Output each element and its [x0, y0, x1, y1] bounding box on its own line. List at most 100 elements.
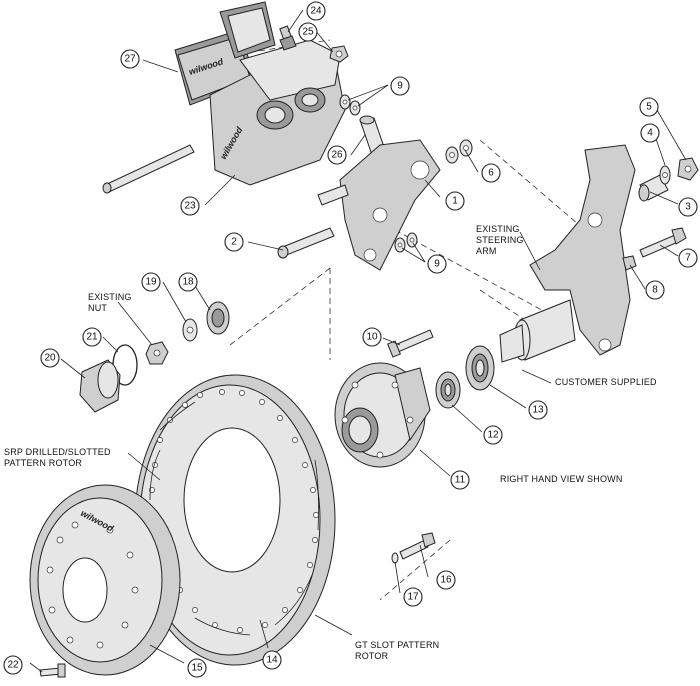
callout-11: 11 — [450, 470, 470, 490]
svg-text:ROTOR: ROTOR — [355, 651, 389, 661]
callout-8: 8 — [645, 280, 665, 300]
callout-6: 6 — [481, 163, 501, 183]
callout-9-upper: 9 — [390, 76, 410, 96]
svg-text:22: 22 — [7, 660, 19, 671]
brake-rotor — [134, 374, 336, 666]
callout-12: 12 — [483, 425, 503, 445]
callout-27: 27 — [120, 49, 140, 69]
svg-text:13: 13 — [532, 405, 544, 416]
nut-5 — [677, 157, 699, 181]
washer-17 — [391, 552, 399, 564]
bleeder-screw — [279, 25, 297, 51]
svg-text:SRP DRILLED/SLOTTED: SRP DRILLED/SLOTTED — [4, 447, 111, 457]
callout-17: 17 — [403, 587, 423, 607]
svg-text:10: 10 — [366, 332, 378, 343]
svg-text:STEERING: STEERING — [476, 235, 524, 245]
callout-24: 24 — [306, 1, 326, 21]
shims-upper — [339, 94, 361, 116]
svg-text:16: 16 — [440, 575, 452, 586]
caliper: wilwood — [209, 39, 346, 186]
callout-4: 4 — [640, 123, 660, 143]
callout-14: 14 — [262, 650, 282, 670]
caliper-pin-bolt — [102, 144, 195, 194]
callout-7: 7 — [678, 248, 698, 268]
svg-text:GT SLOT PATTERN: GT SLOT PATTERN — [355, 640, 439, 650]
washers-6 — [445, 139, 473, 164]
callout-2: 2 — [224, 232, 244, 252]
callout-15: 15 — [187, 658, 207, 678]
label-gt-slot-rotor: GT SLOT PATTERN ROTOR — [355, 640, 439, 661]
washer-19 — [182, 318, 198, 342]
svg-text:14: 14 — [266, 655, 278, 666]
brake-pads: wilwood — [174, 1, 276, 106]
svg-text:PATTERN ROTOR: PATTERN ROTOR — [4, 458, 82, 468]
svg-text:23: 23 — [184, 201, 196, 212]
hub — [334, 362, 431, 468]
nut-8 — [622, 255, 637, 271]
label-existing-steering-arm: EXISTING STEERING ARM — [476, 224, 524, 256]
dust-cap-20 — [79, 359, 121, 413]
callout-22: 22 — [3, 655, 23, 675]
inner-bearing — [465, 345, 495, 391]
callout-23: 23 — [180, 196, 200, 216]
leader-lines — [29, 9, 687, 673]
svg-text:9: 9 — [397, 81, 403, 92]
label-existing-nut: EXISTING NUT — [88, 292, 132, 313]
svg-text:18: 18 — [182, 277, 194, 288]
callout-20: 20 — [40, 348, 60, 368]
svg-text:24: 24 — [310, 6, 322, 17]
callout-1: 1 — [445, 191, 465, 211]
svg-text:5: 5 — [646, 102, 652, 113]
bolt-7 — [639, 227, 687, 258]
svg-text:26: 26 — [331, 150, 343, 161]
rotor-hat: wilwood — [29, 484, 181, 676]
svg-text:15: 15 — [191, 663, 203, 674]
svg-text:EXISTING: EXISTING — [88, 292, 132, 302]
label-srp-rotor: SRP DRILLED/SLOTTED PATTERN ROTOR — [4, 447, 111, 468]
bolt-16 — [399, 532, 436, 560]
svg-text:20: 20 — [44, 353, 56, 364]
svg-text:NUT: NUT — [88, 303, 107, 313]
shims-lower — [394, 232, 418, 253]
label-customer-supplied: CUSTOMER SUPPLIED — [555, 377, 657, 387]
svg-text:ARM: ARM — [476, 246, 497, 256]
callout-19: 19 — [141, 272, 161, 292]
callout-13: 13 — [528, 400, 548, 420]
svg-text:27: 27 — [124, 54, 136, 65]
callout-9-lower: 9 — [427, 254, 447, 274]
outer-bearing — [435, 371, 461, 409]
label-right-hand-view: RIGHT HAND VIEW SHOWN — [500, 474, 623, 484]
svg-text:12: 12 — [487, 430, 499, 441]
svg-text:25: 25 — [302, 27, 314, 38]
bearing-18 — [206, 301, 230, 335]
callout-10: 10 — [362, 327, 382, 347]
wheel-stud-10 — [387, 329, 434, 358]
svg-text:2: 2 — [231, 237, 237, 248]
callout-18: 18 — [178, 272, 198, 292]
washer-4 — [659, 165, 671, 185]
callout-21: 21 — [82, 327, 102, 347]
svg-text:21: 21 — [86, 332, 98, 343]
bolt-2 — [277, 227, 335, 259]
svg-text:19: 19 — [145, 277, 157, 288]
svg-text:11: 11 — [455, 475, 466, 486]
callout-5: 5 — [639, 97, 659, 117]
svg-text:3: 3 — [685, 202, 691, 213]
svg-text:4: 4 — [647, 128, 653, 139]
caliper-bracket — [317, 139, 441, 271]
callout-16: 16 — [436, 570, 456, 590]
caliper-nut — [329, 45, 349, 63]
svg-text:7: 7 — [685, 253, 691, 264]
svg-text:EXISTING: EXISTING — [476, 224, 520, 234]
svg-text:1: 1 — [452, 196, 458, 207]
steering-spindle — [499, 144, 636, 363]
callout-3: 3 — [678, 197, 698, 217]
callout-25: 25 — [298, 22, 318, 42]
svg-text:8: 8 — [652, 285, 658, 296]
svg-text:6: 6 — [488, 168, 494, 179]
svg-text:17: 17 — [407, 592, 419, 603]
callout-26: 26 — [327, 145, 347, 165]
existing-nut — [145, 341, 169, 365]
bolt-22 — [39, 663, 66, 678]
